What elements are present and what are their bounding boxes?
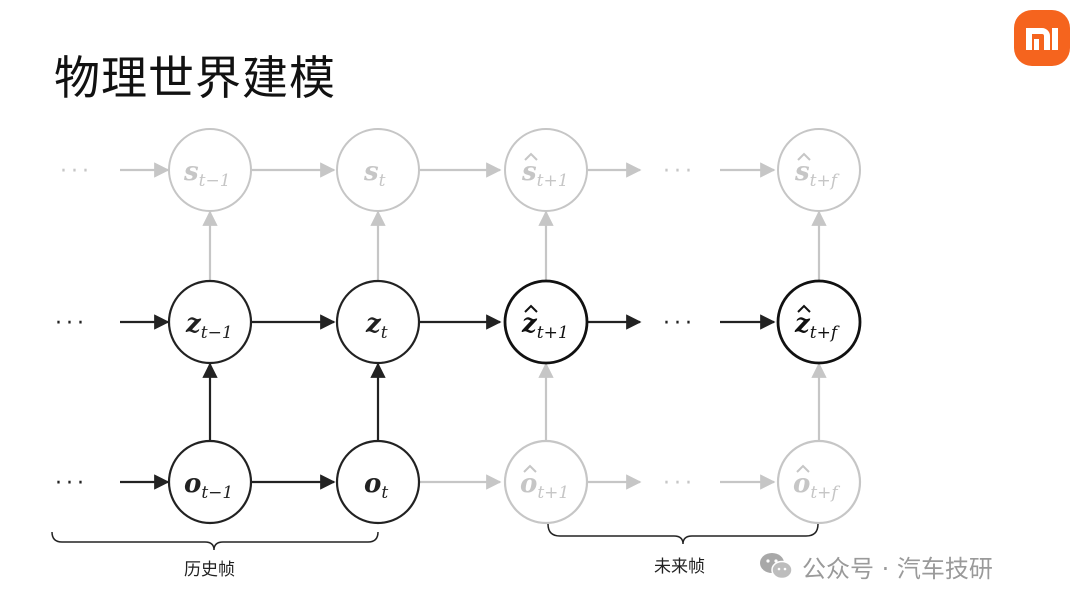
slide-title: 物理世界建模 — [54, 51, 336, 105]
o-to-z-arrows — [202, 362, 827, 440]
node-o-t-minus-1 — [167, 439, 253, 525]
label-s-0: st−1 — [183, 157, 231, 191]
ellipsis-z-mid: ··· — [663, 311, 696, 336]
label-o-1: ot — [364, 469, 388, 503]
z-row-nodes — [167, 279, 862, 365]
node-o-hat-t-plus-f — [776, 439, 862, 525]
history-bracket — [51, 531, 379, 551]
node-s-t-minus-1 — [168, 128, 252, 212]
s-row-nodes — [168, 128, 861, 212]
ellipsis-o-left: ··· — [55, 471, 88, 496]
xiaomi-logo — [1014, 10, 1070, 66]
history-bracket-label: 历史帧 — [184, 560, 235, 580]
label-z-1: zt — [365, 309, 388, 343]
node-z-hat-t-plus-1 — [503, 279, 589, 365]
ellipsis-o-mid: ··· — [663, 471, 696, 496]
hat-s-t-plus-f — [797, 152, 811, 161]
future-bracket — [547, 523, 819, 545]
label-o-2: ot+1 — [520, 469, 569, 503]
ellipsis-z-left: ··· — [55, 311, 88, 336]
label-z-3: zt+f — [794, 309, 840, 343]
hat-z-t-plus-1 — [524, 304, 538, 313]
node-s-t — [336, 128, 420, 212]
hat-o-t-plus-1 — [523, 464, 537, 473]
node-o-t — [335, 439, 421, 525]
wechat-icon — [760, 553, 793, 580]
ellipsis-s-left: ··· — [60, 159, 93, 184]
label-s-3: st+f — [794, 157, 840, 191]
label-s-1: st — [363, 157, 386, 191]
hat-o-t-plus-f — [796, 464, 810, 473]
node-s-hat-t-plus-1 — [504, 128, 588, 212]
node-z-t-minus-1 — [167, 279, 253, 365]
hat-marks — [523, 152, 811, 473]
label-o-0: ot−1 — [184, 469, 233, 503]
watermark: 公众号 · 汽车技研 — [758, 546, 993, 586]
watermark-text: 公众号 · 汽车技研 — [802, 554, 993, 583]
label-z-2: zt+1 — [521, 309, 569, 343]
node-s-hat-t-plus-f — [777, 128, 861, 212]
label-o-3: ot+f — [793, 469, 840, 503]
node-z-hat-t-plus-f — [776, 279, 862, 365]
future-bracket-label: 未来帧 — [654, 557, 705, 577]
node-z-t — [335, 279, 421, 365]
node-labels: st−1 st st+1 st+f zt−1 zt zt+1 zt+f ot−1… — [183, 157, 840, 503]
ellipsis-s-mid: ··· — [663, 159, 696, 184]
hat-z-t-plus-f — [797, 304, 811, 313]
label-z-0: zt−1 — [185, 309, 233, 343]
ellipsis-marks: ··· ··· ··· ··· ··· ··· — [55, 159, 696, 496]
z-to-s-arrows — [202, 210, 827, 280]
hat-s-t-plus-1 — [524, 152, 538, 161]
o-row-nodes — [167, 439, 862, 525]
node-o-hat-t-plus-1 — [503, 439, 589, 525]
label-s-2: st+1 — [521, 157, 569, 191]
